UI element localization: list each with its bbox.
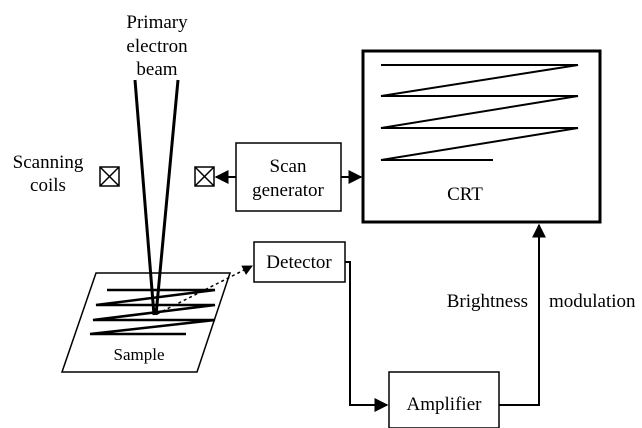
arrow-detector-to-amplifier xyxy=(345,261,389,412)
coils-label-line2: coils xyxy=(30,175,66,196)
right-coil-icon xyxy=(194,166,215,187)
sample-plane xyxy=(60,272,232,373)
sample-label: Sample xyxy=(114,345,165,364)
scan-generator-line2: generator xyxy=(252,180,324,201)
crt-box xyxy=(361,49,602,224)
crt-raster-scan xyxy=(380,64,579,161)
modulation-label: modulation xyxy=(549,291,636,312)
beam-right-edge xyxy=(154,79,180,316)
crt-label: CRT xyxy=(447,184,483,205)
beam-left-edge xyxy=(133,79,156,316)
beam-label-line3: beam xyxy=(136,59,177,80)
detector-label: Detector xyxy=(266,252,332,273)
arrow-amplifier-to-crt xyxy=(499,223,546,406)
amplifier-label: Amplifier xyxy=(407,394,483,415)
brightness-label: Brightness xyxy=(447,291,528,312)
sample-raster-scan xyxy=(89,288,216,336)
left-coil-icon xyxy=(99,166,120,187)
coils-label-line1: Scanning xyxy=(13,152,84,173)
beam-label-line2: electron xyxy=(126,36,188,57)
amplifier-box xyxy=(388,371,500,428)
beam-label-line1: Primary xyxy=(126,12,188,33)
scan-generator-line1: Scan xyxy=(270,156,307,177)
